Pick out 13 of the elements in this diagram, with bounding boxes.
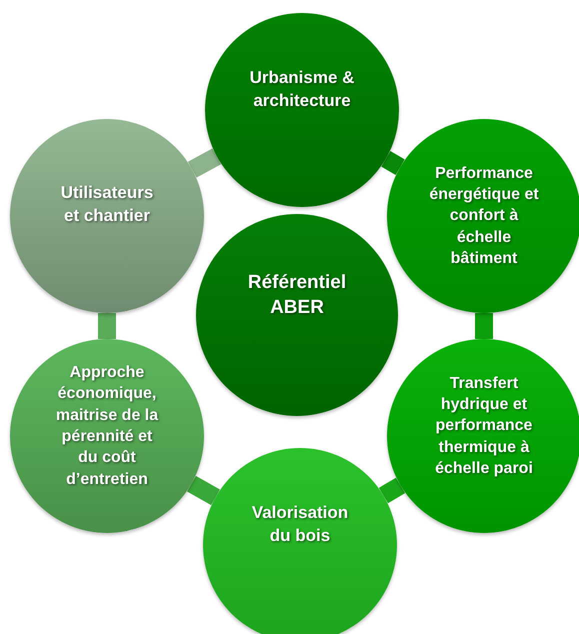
node-label: Utilisateurs et chantier: [60, 182, 154, 227]
connector-bar: [381, 151, 405, 175]
node-label: Urbanisme & architecture: [248, 67, 356, 112]
node-label: Valorisation du bois: [250, 502, 350, 547]
connector-bar: [98, 313, 116, 339]
node-label: Approche économique, maitrise de la pérennité et du coût d’entretien: [54, 363, 160, 490]
node-label: Performance énergétique et confort à échelle bâtiment: [428, 164, 540, 269]
connector-bar: [378, 478, 406, 504]
node-label: Transfert hydrique et performance thermique à échelle paroi: [434, 374, 534, 479]
connector-bar: [187, 476, 220, 506]
connector-bar: [188, 148, 222, 178]
connector-bar: [475, 313, 493, 339]
node-label: Référentiel ABER: [246, 270, 348, 320]
